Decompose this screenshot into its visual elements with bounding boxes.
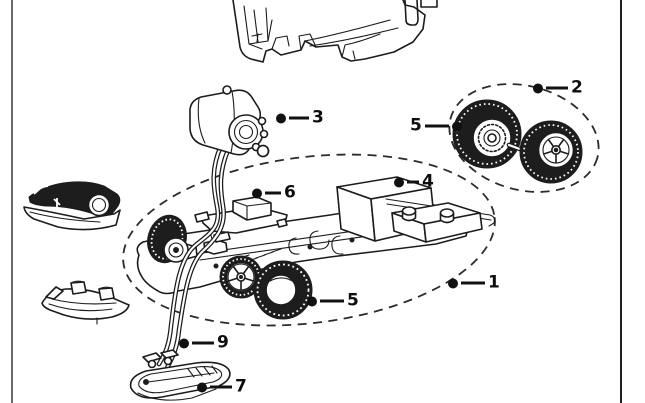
callout-number: 6 <box>284 182 296 203</box>
callout-line <box>407 180 419 184</box>
callout-number: 1 <box>488 272 500 293</box>
lower-bumper-piece <box>41 280 130 325</box>
right-wheel <box>519 120 583 184</box>
callout-line <box>192 341 214 345</box>
left-wheel <box>452 99 522 169</box>
callout-line <box>210 385 232 389</box>
callout-line <box>289 116 309 120</box>
callout-number: 9 <box>217 332 229 353</box>
wheel-axle-assembly <box>452 99 583 184</box>
callout-line <box>546 86 568 90</box>
callout-line <box>461 281 485 285</box>
callout-4: 4 <box>394 171 434 192</box>
callout-5-top: 5 <box>410 115 462 136</box>
wheelset-group-ellipse <box>448 83 600 193</box>
callout-9: 9 <box>179 332 229 353</box>
callout-number: 4 <box>422 171 434 192</box>
callout-dot <box>451 121 462 131</box>
mount-post <box>439 208 455 224</box>
callout-dot <box>394 177 404 187</box>
rear-body-mount-tray <box>385 198 496 243</box>
callout-number: 5 <box>410 115 422 136</box>
callout-1: 1 <box>448 272 500 293</box>
crown-gear <box>477 123 507 153</box>
front-wheel <box>147 214 189 264</box>
right-border-line <box>620 0 622 403</box>
callout-5-bottom: 5 <box>307 290 359 311</box>
callout-line <box>265 191 281 195</box>
braid-hatch <box>187 365 218 378</box>
callout-3: 3 <box>276 107 324 128</box>
callout-number: 5 <box>347 290 359 311</box>
callout-dot <box>307 296 317 306</box>
loose-tire <box>253 260 313 320</box>
callout-line <box>424 124 449 128</box>
callout-6: 6 <box>252 182 296 203</box>
callout-number: 3 <box>312 107 324 128</box>
callout-dot <box>179 338 189 348</box>
motor <box>189 85 270 158</box>
callout-dot <box>533 83 543 93</box>
callout-number: 2 <box>571 77 583 98</box>
callout-number: 7 <box>235 376 247 397</box>
headlight-opening <box>87 193 111 217</box>
grille-emblem <box>53 198 61 207</box>
car-body-shell <box>232 0 438 63</box>
callout-line <box>320 299 344 303</box>
callout-2: 2 <box>533 77 583 98</box>
callout-dot <box>448 278 458 288</box>
lead-wires <box>156 143 231 371</box>
left-border-line <box>11 0 13 403</box>
front-grille-piece <box>23 181 121 231</box>
guide-pickup <box>129 349 231 401</box>
callout-dot <box>197 382 207 392</box>
callout-7: 7 <box>197 376 247 397</box>
chassis-group-ellipse <box>122 153 496 327</box>
callout-dot <box>276 113 286 123</box>
mount-post <box>401 206 417 222</box>
callout-dot <box>252 188 262 198</box>
